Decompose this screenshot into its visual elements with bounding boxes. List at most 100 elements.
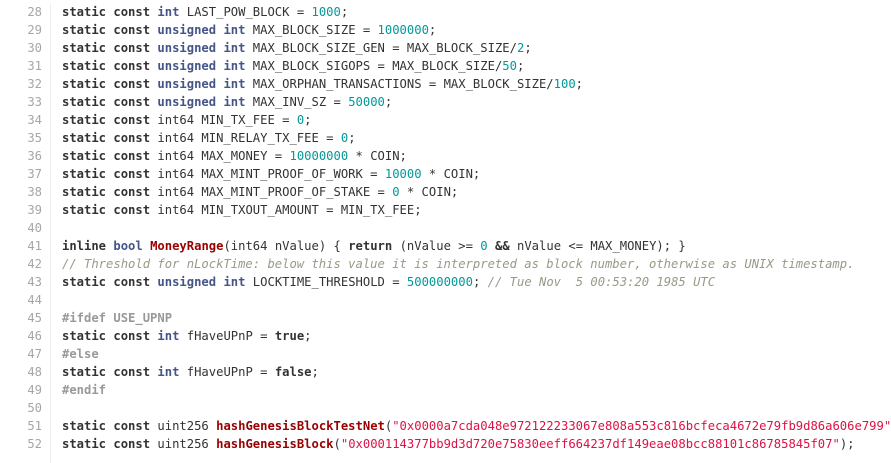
line-number[interactable]: 31 — [27, 59, 42, 73]
line-number[interactable]: 29 — [27, 23, 42, 37]
preprocessor-token: #ifdef USE_UPNP — [62, 311, 173, 325]
keyword-token: static — [62, 167, 107, 181]
line-source: static const int fHaveUPnP = false; — [62, 363, 891, 381]
code-token: ); — [839, 437, 855, 451]
code-token: int64 MIN_RELAY_TX_FEE = — [150, 131, 341, 145]
type-token: unsigned — [157, 59, 217, 73]
keyword-token: static — [62, 23, 107, 37]
line-number[interactable]: 49 — [27, 383, 42, 397]
line-source: static const uint256 hashGenesisBlockTes… — [62, 417, 891, 435]
code-token: ; — [575, 77, 584, 91]
keyword-token: const — [113, 41, 151, 55]
line-number[interactable]: 48 — [27, 365, 42, 379]
line-source: static const int64 MIN_TX_FEE = 0; — [62, 111, 891, 129]
line-number[interactable]: 39 — [27, 203, 42, 217]
preprocessor-token: #else — [62, 347, 99, 361]
line-source — [62, 399, 891, 417]
line-number[interactable]: 28 — [27, 5, 42, 19]
line-number[interactable]: 50 — [27, 401, 42, 415]
keyword-token: static — [62, 77, 107, 91]
code-line: 31 static const unsigned int MAX_BLOCK_SI… — [0, 57, 891, 75]
number-token: 10000 — [384, 167, 422, 181]
number-token: 0 — [340, 131, 349, 145]
code-token: ; — [516, 59, 525, 73]
keyword-token: true — [274, 329, 305, 343]
line-number[interactable]: 40 — [27, 221, 42, 235]
number-token: 500000000 — [406, 275, 473, 289]
line-source: static const int64 MAX_MONEY = 10000000 … — [62, 147, 891, 165]
code-line: 35 static const int64 MIN_RELAY_TX_FEE = … — [0, 129, 891, 147]
keyword-token: static — [62, 185, 107, 199]
line-number[interactable]: 47 — [27, 347, 42, 361]
code-line: 36 static const int64 MAX_MONEY = 1000000… — [0, 147, 891, 165]
type-token: int — [223, 275, 246, 289]
code-line: 34 static const int64 MIN_TX_FEE = 0; — [0, 111, 891, 129]
code-token — [143, 239, 150, 253]
keyword-token: const — [113, 113, 151, 127]
line-source: static const int fHaveUPnP = true; — [62, 327, 891, 345]
code-token: ; — [472, 275, 488, 289]
line-source — [62, 291, 891, 309]
line-number[interactable]: 46 — [27, 329, 42, 343]
number-token: 0 — [480, 239, 488, 253]
type-token: unsigned — [157, 77, 217, 91]
line-number[interactable]: 44 — [27, 293, 42, 307]
number-token: 100 — [553, 77, 576, 91]
code-line: 40 — [0, 219, 891, 237]
code-token: fHaveUPnP = — [179, 365, 275, 379]
function-name-token: hashGenesisBlockTestNet — [216, 419, 385, 433]
code-line: 48 static const int fHaveUPnP = false; — [0, 363, 891, 381]
line-number[interactable]: 52 — [27, 437, 42, 451]
code-token: (int64 nValue) { — [223, 239, 349, 253]
line-number[interactable]: 51 — [27, 419, 42, 433]
keyword-token: && — [494, 239, 510, 253]
line-number[interactable]: 36 — [27, 149, 42, 163]
line-number[interactable]: 45 — [27, 311, 42, 325]
code-token: ; — [340, 5, 349, 19]
function-name-token: hashGenesisBlock — [216, 437, 334, 451]
type-token: int — [223, 77, 246, 91]
code-token: ( — [333, 437, 341, 451]
code-token: fHaveUPnP = — [179, 329, 275, 343]
keyword-token: const — [113, 365, 151, 379]
code-line: 44 — [0, 291, 891, 309]
line-number[interactable]: 37 — [27, 167, 42, 181]
line-number[interactable]: 35 — [27, 131, 42, 145]
code-token: MAX_BLOCK_SIGOPS = MAX_BLOCK_SIZE/ — [245, 59, 503, 73]
keyword-token: static — [62, 113, 107, 127]
number-token: 50000 — [348, 95, 385, 109]
type-token: unsigned — [157, 23, 217, 37]
code-token: MAX_BLOCK_SIZE_GEN = MAX_BLOCK_SIZE/ — [245, 41, 517, 55]
code-token: ; — [311, 365, 319, 379]
keyword-token: false — [274, 365, 312, 379]
keyword-token: const — [113, 185, 151, 199]
line-number[interactable]: 32 — [27, 77, 42, 91]
number-token: 50 — [502, 59, 517, 73]
code-token: int64 MAX_MINT_PROOF_OF_WORK = — [150, 167, 385, 181]
keyword-token: const — [113, 131, 151, 145]
keyword-token: static — [62, 131, 107, 145]
line-source: static const int64 MIN_RELAY_TX_FEE = 0; — [62, 129, 891, 147]
line-number[interactable]: 34 — [27, 113, 42, 127]
code-token: int64 MIN_TXOUT_AMOUNT = MIN_TX_FEE; — [150, 203, 422, 217]
type-token: unsigned — [157, 95, 217, 109]
line-source: static const int LAST_POW_BLOCK = 1000; — [62, 3, 891, 21]
code-token: LOCKTIME_THRESHOLD = — [245, 275, 407, 289]
line-number[interactable]: 41 — [27, 239, 42, 253]
line-number[interactable]: 33 — [27, 95, 42, 109]
line-source — [62, 219, 891, 237]
code-token: ; — [384, 95, 393, 109]
line-source: static const unsigned int MAX_BLOCK_SIGO… — [62, 57, 891, 75]
line-number[interactable]: 38 — [27, 185, 42, 199]
keyword-token: const — [113, 77, 151, 91]
keyword-token: const — [113, 149, 151, 163]
line-source: static const unsigned int MAX_INV_SZ = 5… — [62, 93, 891, 111]
line-number[interactable]: 43 — [27, 275, 42, 289]
line-number[interactable]: 42 — [27, 257, 42, 271]
line-number[interactable]: 30 — [27, 41, 42, 55]
type-token: int — [223, 95, 246, 109]
number-token: 2 — [516, 41, 525, 55]
